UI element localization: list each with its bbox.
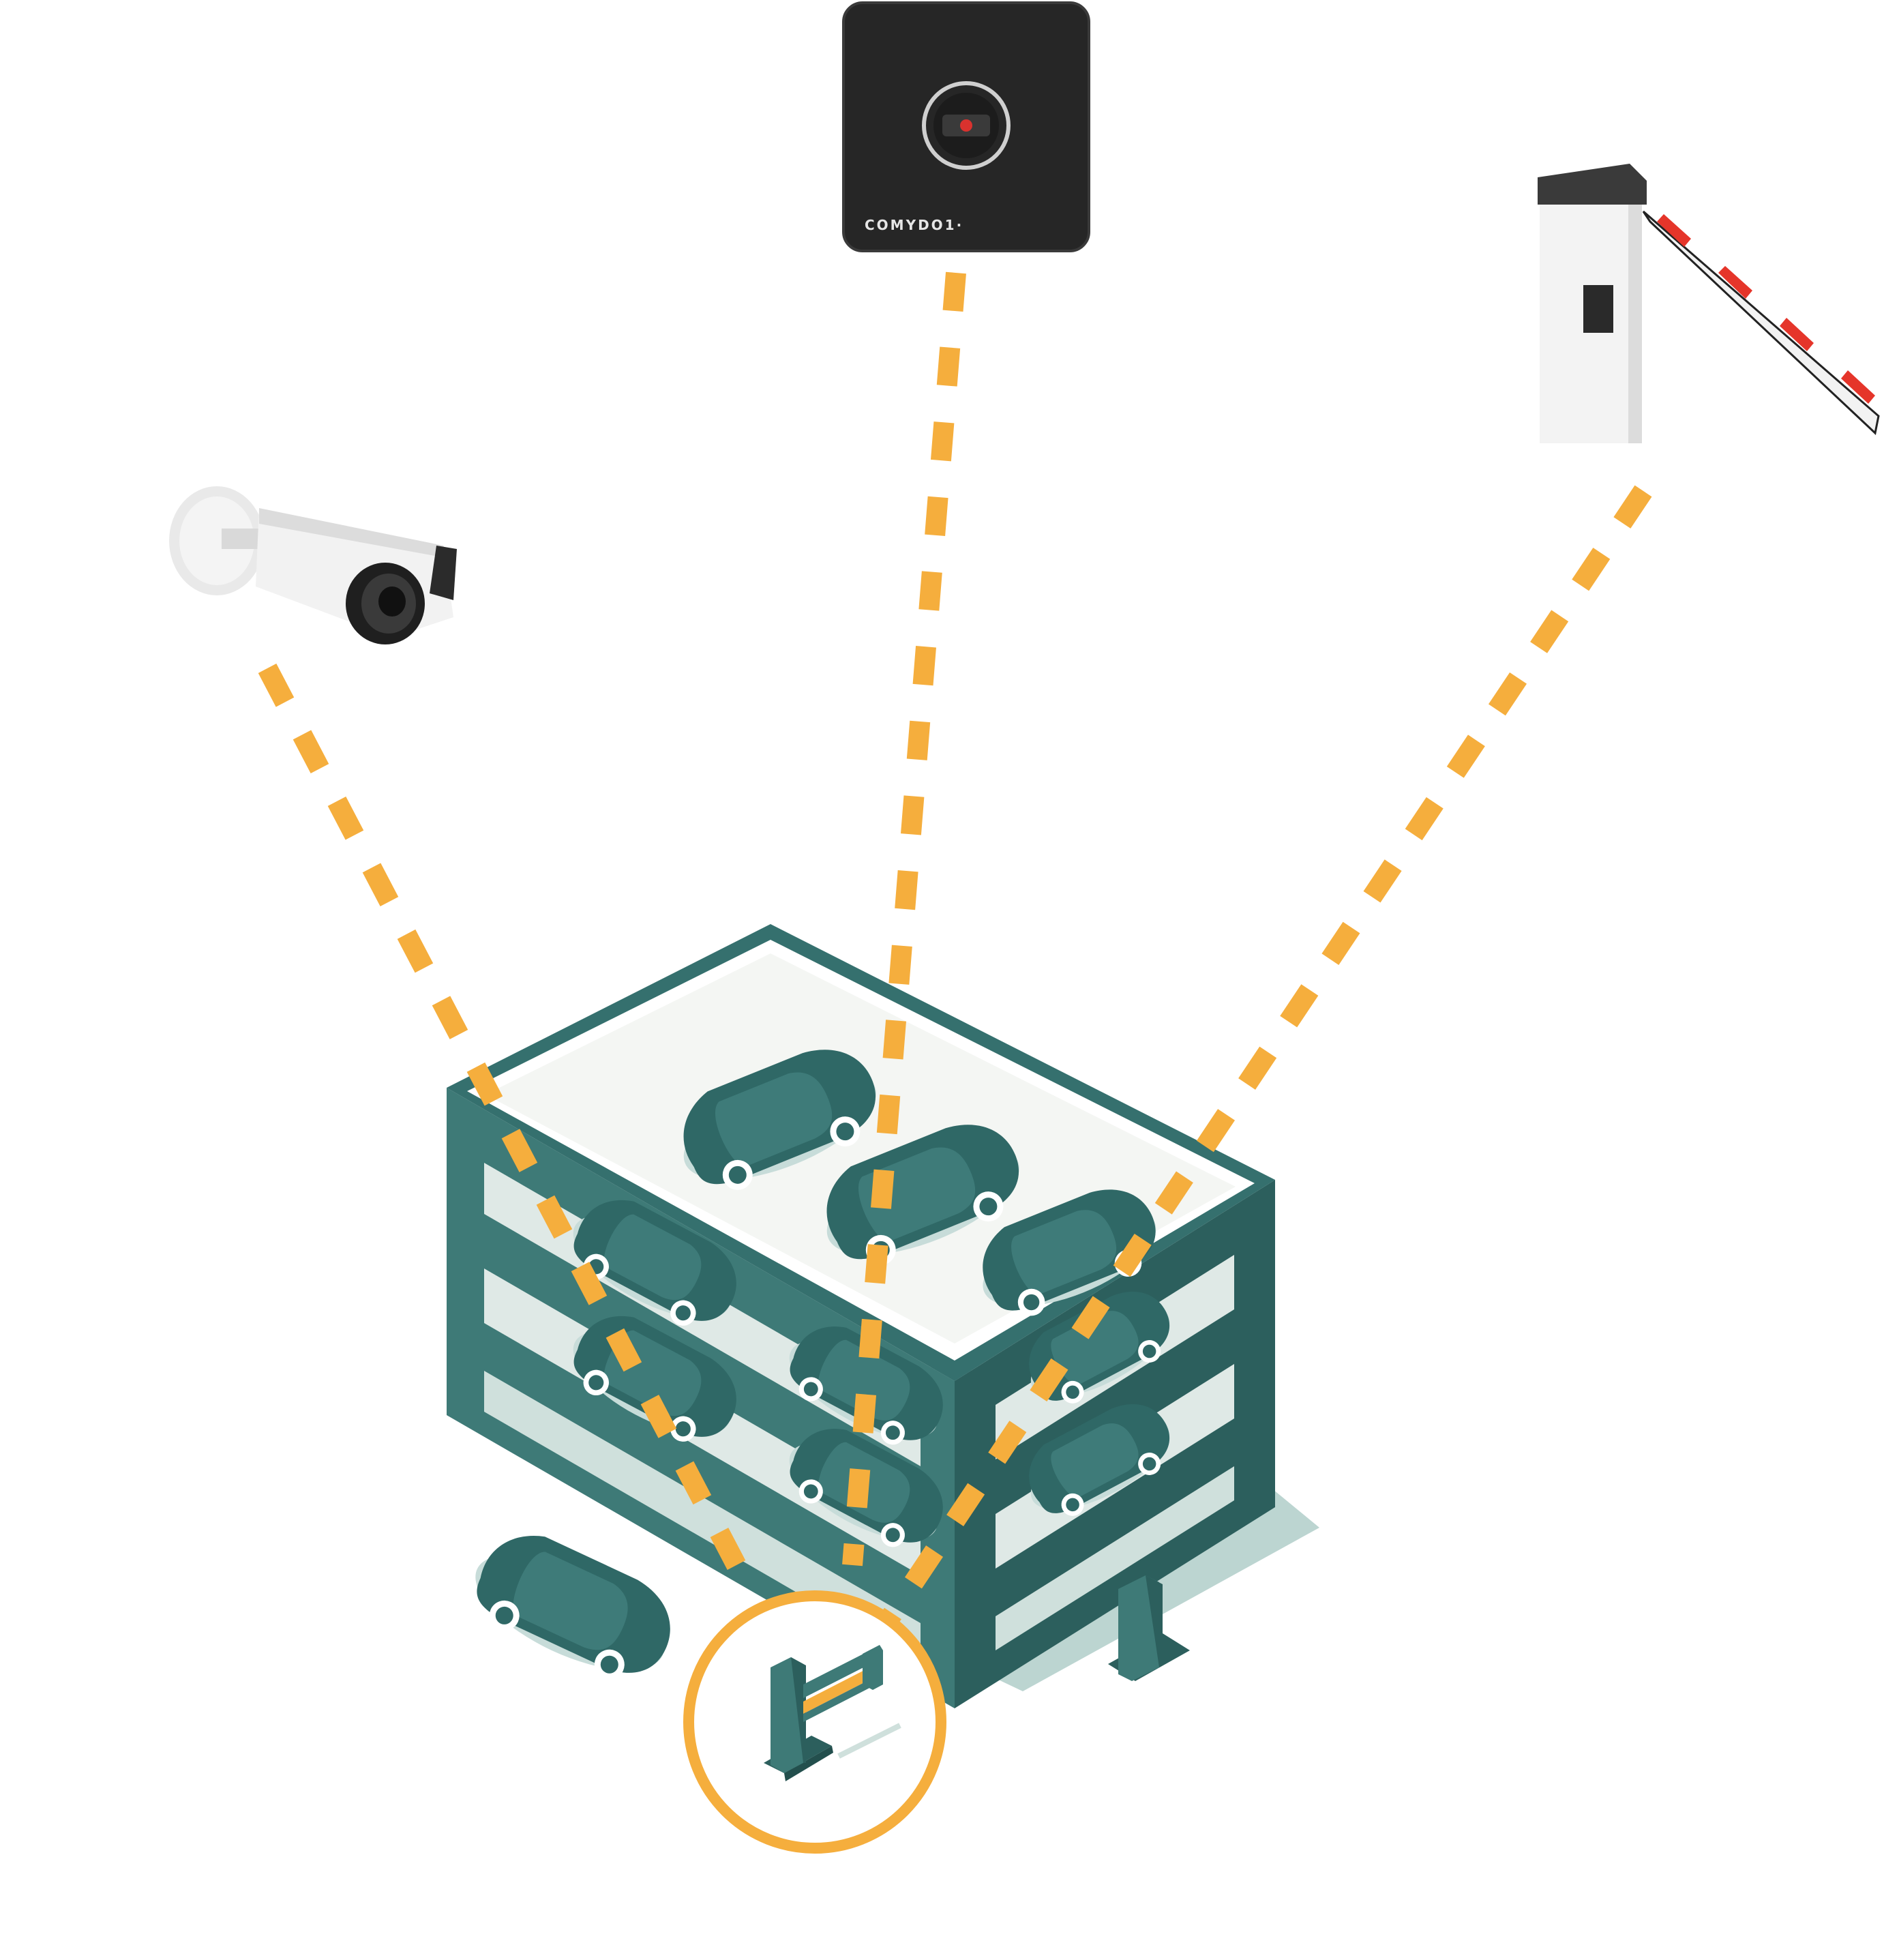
parking-barrier-icon — [764, 1645, 901, 1781]
reader-led — [960, 119, 972, 132]
connector-reader — [842, 271, 966, 1566]
reader-brand-label: COMYDO1· — [865, 217, 963, 233]
bollard-icon — [1108, 1575, 1190, 1681]
car-icon — [458, 1516, 687, 1697]
connector-barrier — [878, 485, 1652, 1629]
bullet-camera-icon — [169, 486, 457, 644]
boom-barrier-icon — [1538, 164, 1880, 443]
connector-camera — [258, 664, 746, 1570]
connector-lines — [258, 271, 1652, 1629]
highlighted-parking-barrier — [683, 1590, 946, 1854]
card-reader-icon: COMYDO1· — [842, 1, 1090, 252]
